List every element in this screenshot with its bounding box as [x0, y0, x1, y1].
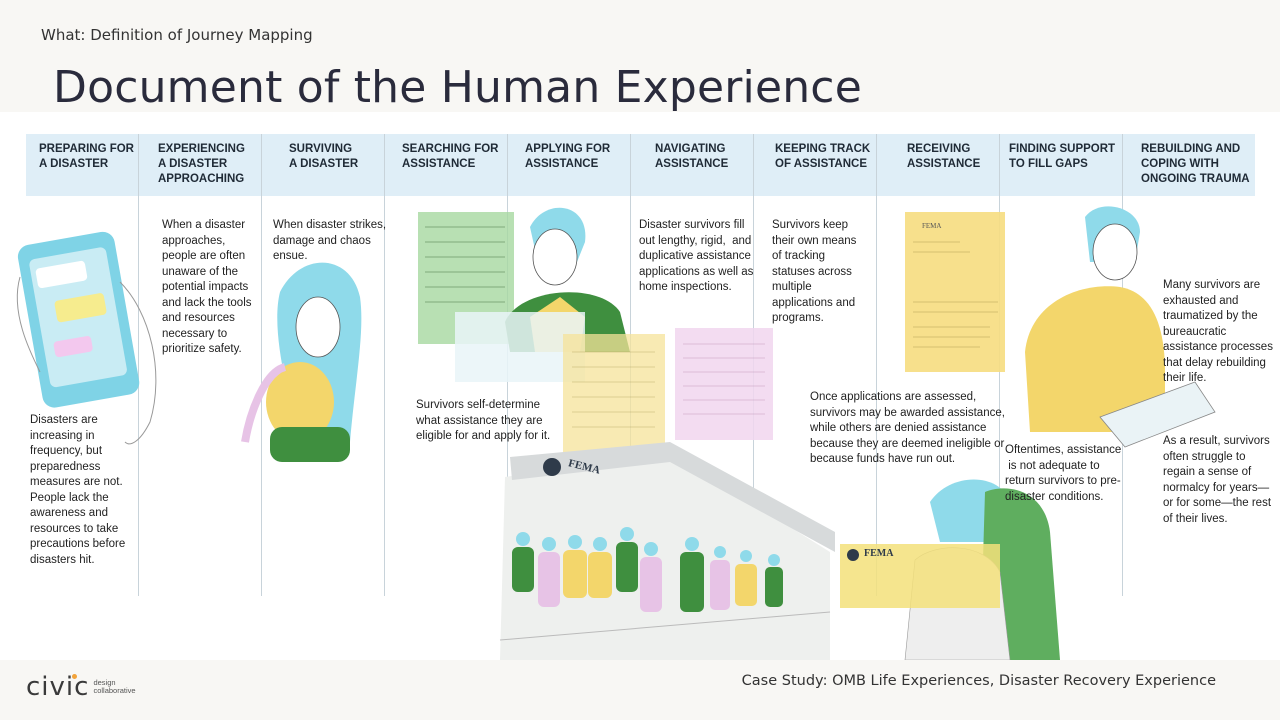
column-heading-receiving: RECEIVING ASSISTANCE: [907, 143, 981, 170]
logo-accent-dot: [72, 674, 77, 679]
case-study-caption: Case Study: OMB Life Experiences, Disast…: [741, 673, 1216, 689]
logo-subtitle: design collaborative: [93, 679, 135, 695]
column-heading-surviving: SURVIVING A DISASTER: [289, 143, 359, 170]
civic-logo: civic design collaborative: [26, 672, 136, 702]
kicker-label: What: Definition of Journey Mapping: [41, 26, 313, 44]
fema-letter-label: FEMA: [922, 222, 942, 230]
column-divider: [876, 134, 877, 596]
phone-illustration: [16, 231, 157, 445]
column-heading-applying: APPLYING FOR ASSISTANCE: [525, 143, 611, 170]
text-tracking: Survivors keep their own means of tracki…: [772, 219, 857, 324]
logo-sub-line-2: collaborative: [93, 686, 136, 695]
column-divider: [138, 134, 139, 596]
column-heading-navigating: NAVIGATING ASSISTANCE: [655, 143, 729, 170]
column-heading-approaching: EXPERIENCING A DISASTER APPROACHING: [158, 143, 245, 185]
text-receiving: Once applications are assessed, survivor…: [810, 391, 1005, 465]
rebuilding-illustration: [1025, 206, 1216, 448]
fema-building-illustration: [499, 442, 835, 660]
text-gaps: Oftentimes, assistance is not adequate t…: [1005, 444, 1122, 503]
pink-form: [675, 328, 773, 440]
column-heading-preparing: PREPARING FOR A DISASTER: [39, 143, 134, 170]
text-applying: Disaster survivors fill out lengthy, rig…: [639, 219, 754, 293]
gaps-illustration: [840, 479, 1060, 660]
journey-illustrations: [16, 206, 1216, 660]
logo-sub-line-1: design: [93, 678, 116, 687]
text-preparing: Disasters are increasing in frequency, b…: [30, 414, 126, 566]
column-divider: [261, 134, 262, 596]
text-searching: Survivors self-determine what assistance…: [416, 399, 551, 442]
column-heading-searching: SEARCHING FOR ASSISTANCE: [402, 143, 499, 170]
fema-check: [840, 544, 1000, 608]
text-surviving: When disaster strikes, damage and chaos …: [273, 219, 387, 262]
column-heading-gaps: FINDING SUPPORT TO FILL GAPS: [1009, 143, 1116, 170]
fema-letter: [905, 212, 1005, 372]
journey-header-band: [26, 134, 1255, 196]
column-heading-tracking: KEEPING TRACK OF ASSISTANCE: [775, 143, 871, 170]
fema-check-label: FEMA: [864, 548, 894, 559]
text-rebuilding-1: Many survivors are exhausted and traumat…: [1163, 279, 1273, 384]
column-heading-rebuilding: REBUILDING AND COPING WITH ONGOING TRAUM…: [1141, 143, 1250, 185]
footer: civic design collaborative Case Study: O…: [0, 660, 1280, 720]
text-approaching: When a disaster approaches, people are o…: [162, 219, 252, 355]
column-divider: [384, 134, 385, 596]
logo-wordmark: civic: [26, 672, 90, 702]
text-rebuilding-2: As a result, survivors often struggle to…: [1163, 435, 1272, 525]
surviving-illustration: [241, 262, 362, 462]
journey-map: FEMA FEMA FEMA PREPARING FOR A DISASTER …: [0, 112, 1280, 660]
page-title: Document of the Human Experience: [53, 62, 862, 113]
